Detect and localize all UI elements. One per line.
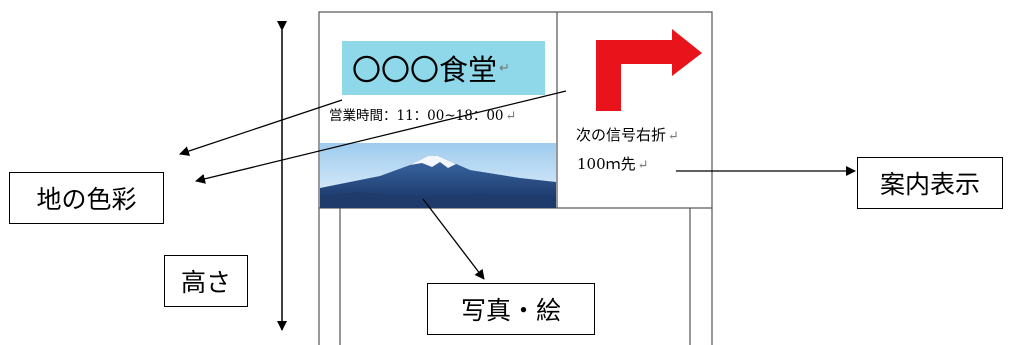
direction-line-2: 100ｍ先↵ xyxy=(577,153,649,174)
ground-color-callout: 地の色彩 xyxy=(9,172,164,224)
return-mark: ↵ xyxy=(499,60,510,76)
photo-leader xyxy=(422,198,485,280)
turn-arrow-shape xyxy=(596,29,702,111)
business-hours: 営業時間：11：00~18：00↵ xyxy=(329,104,516,124)
return-mark: ↵ xyxy=(668,129,679,144)
guide-display-callout: 案内表示 xyxy=(857,157,1003,209)
return-mark: ↵ xyxy=(505,109,517,124)
business-hours-text: 営業時間：11：00~18：00 xyxy=(329,108,504,124)
mountain-photo xyxy=(320,143,556,208)
shop-name: 〇〇〇食堂 xyxy=(352,53,498,87)
photo-callout: 写真・絵 xyxy=(427,283,595,335)
ground-leader-1 xyxy=(179,99,343,156)
height-callout: 高さ xyxy=(164,255,248,307)
ground-leader-2 xyxy=(195,90,567,184)
shop-name-label: 〇〇〇食堂↵ xyxy=(342,41,545,95)
direction-line-1: 次の信号右折↵ xyxy=(576,124,679,145)
direction-line-2-text: 100ｍ先 xyxy=(577,155,636,173)
direction-line-1-text: 次の信号右折 xyxy=(576,126,667,144)
return-mark: ↵ xyxy=(637,158,649,173)
sign-posts xyxy=(318,208,713,345)
